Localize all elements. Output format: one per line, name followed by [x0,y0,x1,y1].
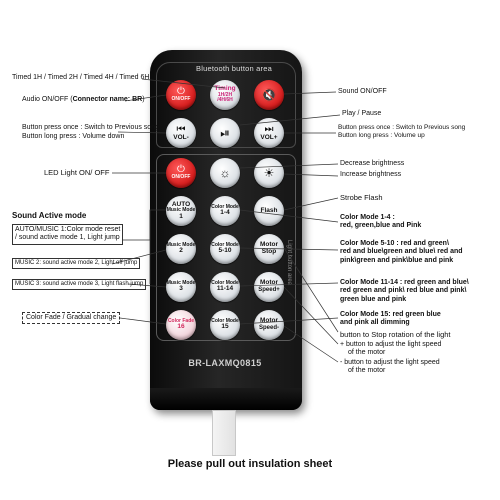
color-mode-15-button[interactable]: Color Mode 15 [210,310,240,340]
timing-button[interactable]: Timing 1H/2H /4H/6H [210,80,240,110]
increase-brightness-label: Increase brightness [340,171,402,178]
color-mode-11-14-button[interactable]: Color Mode 11-14 [210,272,240,302]
prev-press-label: Button press once : Switch to Previous s… [22,124,159,131]
color-mode-5-10-label: Color Mode 5-10 : red and green\ red and… [340,240,463,264]
increase-brightness-button[interactable]: ☀ [254,158,284,188]
timed-label: Timed 1H / Timed 2H / Timed 4H / Timed 6… [12,74,150,81]
next-press-label: Button press once : Switch to Previous s… [338,124,466,131]
motor-speed-minus-button[interactable]: Motor Speed- [254,310,284,340]
flash-button[interactable]: Flash [254,196,284,226]
color-mode-15-label: Color Mode 15: red green blue and pink a… [340,311,441,327]
next-vol-plus-button[interactable]: ⏭ VOL+ [254,118,284,148]
sound-on-off-button[interactable]: 🔇 [254,80,284,110]
music-mode-3-button[interactable]: Music Mode 3 [166,272,196,302]
play-pause-button[interactable]: ⏯ [210,118,240,148]
play-pause-icon: ⏯ [220,126,230,140]
next-long-label: Button long press : Volume up [338,132,425,139]
sound-active-title: Sound Active mode [12,211,87,220]
sound-on-off-label: Sound ON/OFF [338,88,387,95]
light-area-label: Light button area [286,240,292,286]
color-mode-1-4-button[interactable]: Color Mode 1-4 [210,196,240,226]
led-on-off-button[interactable]: ⏻ ON/OFF [166,158,196,188]
color-fade-label: Color Fade / Gradual change [22,312,121,325]
remote-body [150,50,302,410]
music-mode-2-button[interactable]: Music Mode 2 [166,234,196,264]
motor-stop-button[interactable]: Motor Stop [254,234,284,264]
color-mode-1-4-label: Color Mode 1-4 : red, green,blue and Pin… [340,214,422,230]
power-icon: ⏻ [177,86,185,98]
next-icon: ⏭ [264,123,274,135]
prev-long-label: Button long press : Volume down [22,133,125,140]
motor-stop-label: button to Stop rotation of the light [340,330,451,339]
previous-icon: ⏮ [176,123,186,135]
sun-bright-icon: ☀ [263,166,275,180]
color-mode-5-10-button[interactable]: Color Mode 5-10 [210,234,240,264]
music-2-label: MUSIC 2: sound active mode 2, Light off … [12,258,141,270]
decrease-brightness-label: Decrease brightness [340,160,405,167]
led-on-off-label: LED Light ON/ OFF [44,168,110,177]
remote-bottom-edge [150,388,302,410]
color-fade-button[interactable]: Color Fade 16 [166,310,196,340]
music-3-label: MUSIC 3: sound active mode 3, Light flas… [12,279,147,291]
audio-on-off-label: Audio ON/OFF (Connector name: BR) [22,96,145,103]
sun-dim-icon: ☼ [219,166,231,180]
decrease-brightness-button[interactable]: ☼ [210,158,240,188]
motor-speed-plus-button[interactable]: Motor Speed+ [254,272,284,302]
model-number: BR-LAXMQ0815 [188,358,262,368]
auto-music-1-button[interactable]: AUTO Music Mode 1 [166,196,196,226]
power-icon: ⏻ [177,164,185,176]
prev-vol-minus-button[interactable]: ⏮ VOL- [166,118,196,148]
bluetooth-area-label: Bluetooth button area [196,64,272,73]
light-button-panel [156,154,296,341]
insulation-note: Please pull out insulation sheet [167,458,333,470]
motor-speed-plus-label: + button to adjust the light speed of th… [340,341,442,357]
play-pause-label: Play / Pause [342,110,382,117]
insulation-sheet-tab[interactable] [212,410,236,456]
strobe-flash-label: Strobe Flash [340,193,383,202]
motor-speed-minus-label: - button to adjust the light speed of th… [340,359,440,375]
auto-music-1-label: AUTO/MUSIC 1:Color mode reset / sound ac… [12,224,124,245]
speaker-mute-icon: 🔇 [261,88,277,102]
color-mode-11-14-label: Color Mode 11-14 : red green and blue\ r… [340,279,469,303]
audio-on-off-button[interactable]: ⏻ ON/OFF [166,80,196,110]
